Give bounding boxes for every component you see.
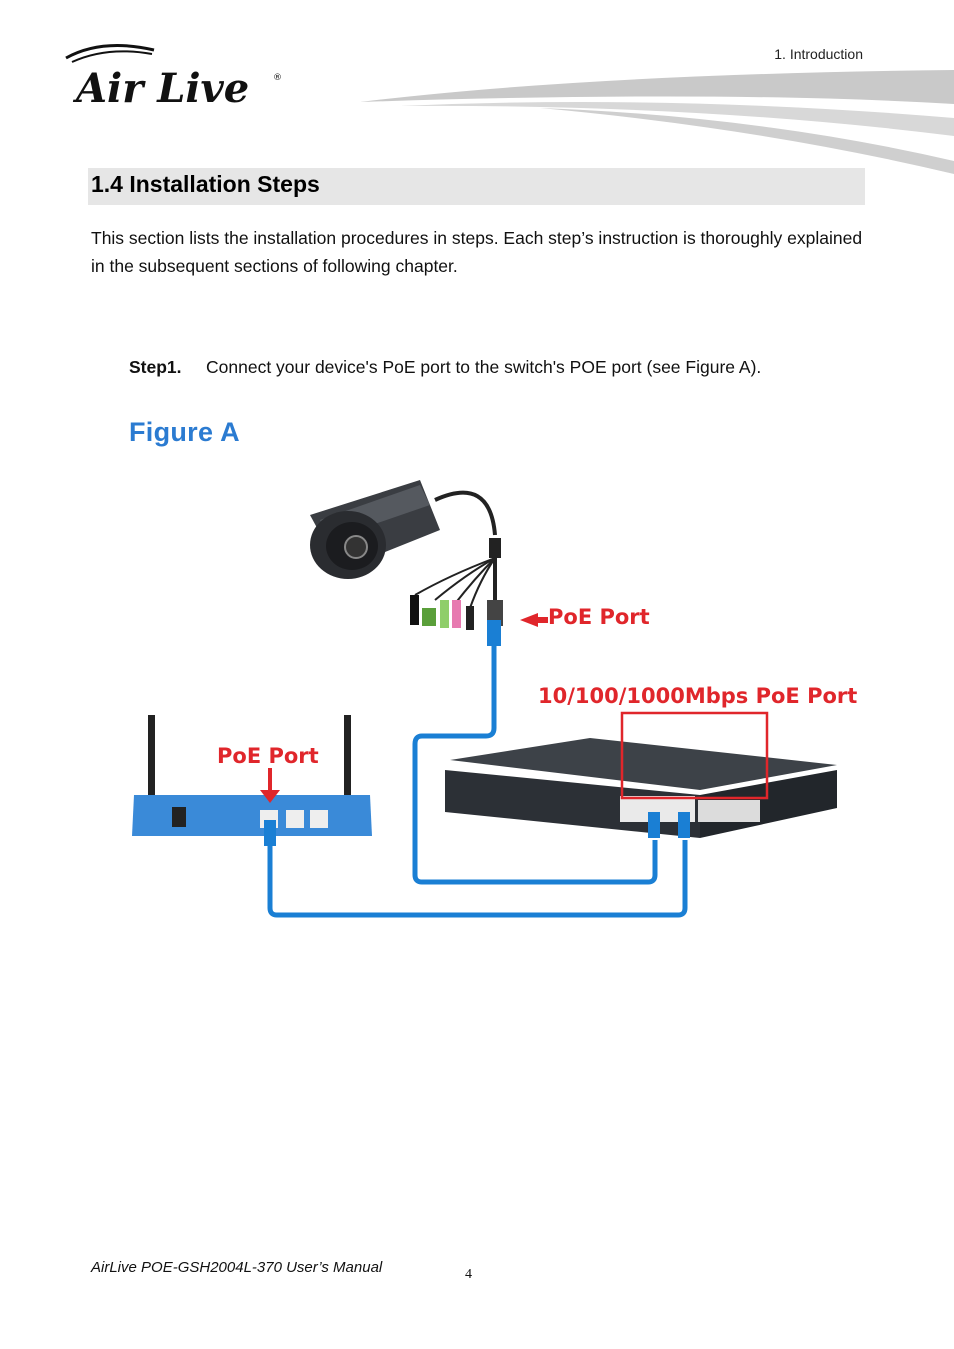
step-text: Connect your device's PoE port to the sw…: [206, 357, 762, 377]
step-1: Step1. Connect your device's PoE port to …: [129, 354, 761, 380]
page-number: 4: [465, 1267, 472, 1282]
chapter-header: 1. Introduction: [774, 46, 863, 62]
ethernet-cables: [267, 635, 688, 918]
camera-port-arrow: [520, 613, 548, 627]
intro-paragraph: This section lists the installation proc…: [91, 228, 863, 276]
camera-rj45-plug: [487, 620, 501, 646]
figure-label: Figure A: [129, 417, 240, 447]
camera-poe-port-callout: PoE Port: [548, 605, 650, 629]
logo-wordmark: Air Live: [72, 65, 249, 110]
router-image: [132, 715, 372, 846]
footer-manual-title: AirLive POE-GSH2004L-370 User’s Manual: [91, 1259, 383, 1276]
router-poe-port-callout: PoE Port: [217, 744, 319, 768]
figure-a-diagram: PoE Port 10/100/1000Mbps PoE Port PoE Po…: [120, 460, 860, 930]
switch-poe-port-callout: 10/100/1000Mbps PoE Port: [538, 684, 858, 708]
section-heading-bar: 1.4 Installation Steps: [88, 168, 865, 205]
poe-switch-image: [445, 711, 837, 838]
connection-diagram: [132, 480, 837, 918]
ip-camera-image: [310, 480, 503, 630]
airlive-logo: Air Live ®: [65, 44, 282, 110]
step-label: Step1.: [129, 357, 182, 377]
header-swoosh: [360, 70, 954, 174]
section-title: 1.4 Installation Steps: [91, 171, 320, 197]
registered-mark: ®: [273, 73, 282, 83]
